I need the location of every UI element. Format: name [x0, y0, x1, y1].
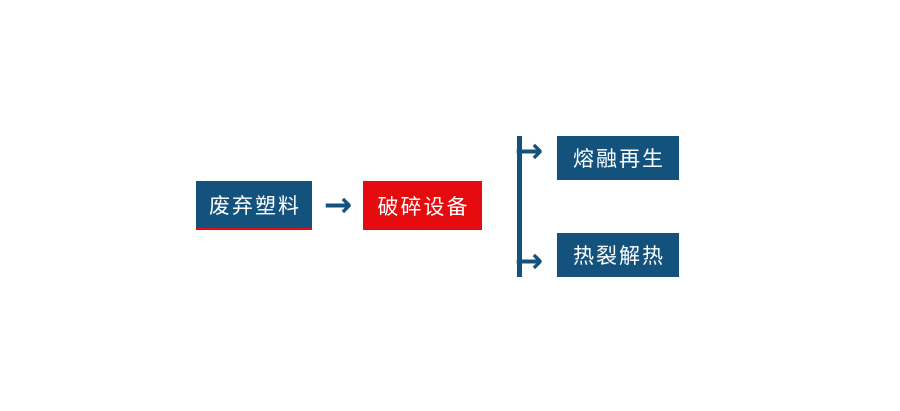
- branch-vertical-line: [517, 136, 522, 277]
- node-melt-regeneration-label: 熔融再生: [573, 147, 665, 171]
- node-melt-regeneration: 熔融再生: [557, 136, 679, 180]
- node-waste-plastic: 废弃塑料: [196, 181, 312, 230]
- node-crushing-equipment: 破碎设备: [363, 181, 482, 230]
- branch-bottom-arrow-right-icon: →: [514, 241, 544, 281]
- main-arrow-right-icon: →: [323, 185, 353, 225]
- node-waste-plastic-label: 废弃塑料: [209, 193, 301, 218]
- node-crushing-equipment-label: 破碎设备: [377, 194, 470, 219]
- branch-top-arrow-right-icon: →: [514, 131, 544, 171]
- node-pyrolysis-thermal-label: 热裂解热: [573, 244, 665, 268]
- node-pyrolysis-thermal: 热裂解热: [557, 233, 679, 277]
